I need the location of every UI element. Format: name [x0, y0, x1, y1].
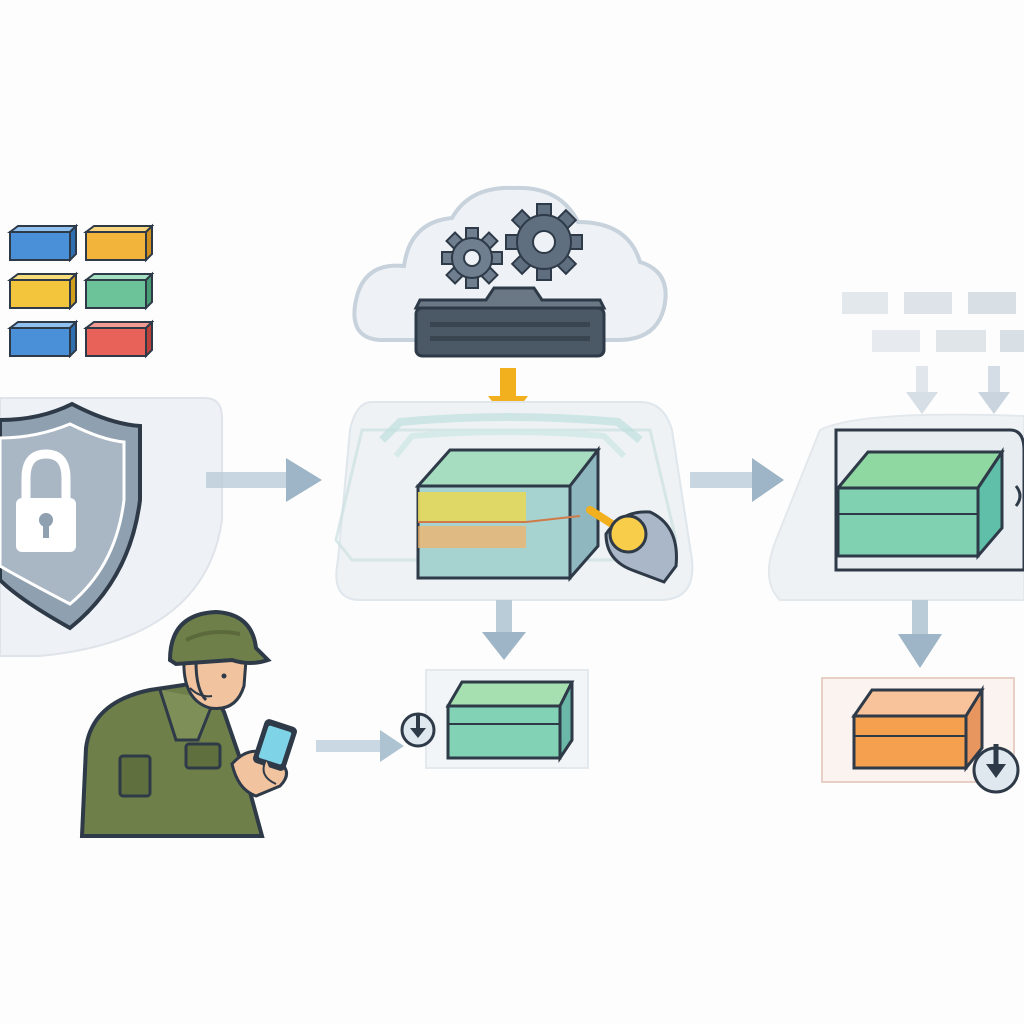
data-blocks-group [7, 223, 155, 359]
package-box-icon [445, 680, 575, 763]
download-icon [400, 712, 436, 748]
arrow-container-to-distributed [690, 458, 784, 502]
downloaded-package-group [400, 669, 589, 769]
padlock-icon [16, 449, 76, 552]
central-container-group [334, 401, 694, 601]
server-icon [413, 286, 607, 358]
data-block-blue-2 [7, 319, 79, 359]
arrow-container-to-package [482, 600, 526, 660]
data-block-red-1 [83, 319, 155, 359]
layered-box-icon [414, 445, 602, 582]
distributed-container-group [767, 413, 1024, 601]
arrow-shield-to-container [206, 458, 322, 502]
cloud-processing-group [352, 185, 668, 358]
data-block-yellow-1 [83, 223, 155, 263]
data-block-green-1 [83, 271, 155, 311]
arrow-soldier-to-package [316, 730, 404, 762]
arrow-distributed-to-output [898, 600, 942, 668]
output-download-icon [972, 744, 1020, 794]
helmet-icon [167, 609, 272, 702]
soldier-with-phone-group [79, 609, 297, 838]
arrows-queue-down [906, 366, 1010, 414]
gear-large-icon [505, 203, 583, 281]
data-block-blue-1 [7, 223, 79, 263]
gear-small-icon [441, 227, 503, 289]
soldier-head [182, 656, 248, 711]
security-shield-group [0, 397, 223, 657]
distributed-box-icon [834, 447, 1005, 561]
output-package-group [821, 677, 1020, 794]
output-box-icon [851, 684, 985, 773]
phone-icon [230, 719, 297, 798]
data-block-yellow-2 [7, 271, 79, 311]
queue-blocks-group [842, 292, 1024, 352]
magnifier-icon [586, 506, 678, 584]
